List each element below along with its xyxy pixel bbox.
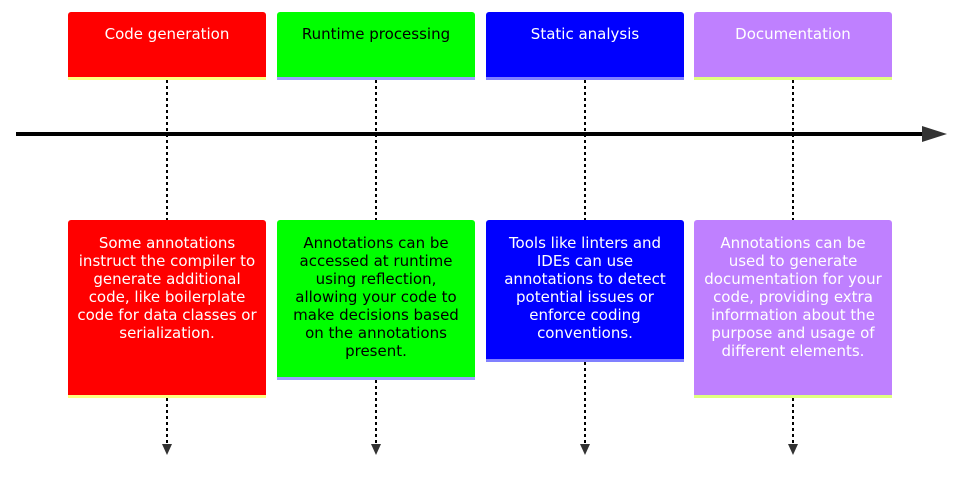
card-stripe <box>277 377 475 380</box>
card-description: Tools like linters and IDEs can use anno… <box>504 234 666 342</box>
description-card-code-generation: Some annotations instruct the compiler t… <box>68 220 266 398</box>
card-stripe <box>68 395 266 398</box>
description-card-runtime-processing: Annotations can be accessed at runtime u… <box>277 220 475 380</box>
description-card-static-analysis: Tools like linters and IDEs can use anno… <box>486 220 684 362</box>
header-stripe <box>68 77 266 80</box>
header-stripe <box>694 77 892 80</box>
card-stripe <box>694 395 892 398</box>
section-header-code-generation: Code generation <box>68 12 266 80</box>
header-stripe <box>277 77 475 80</box>
card-stripe <box>486 359 684 362</box>
section-title: Runtime processing <box>301 25 451 43</box>
section-title: Static analysis <box>530 25 640 43</box>
card-description: Some annotations instruct the compiler t… <box>77 234 257 342</box>
card-description: Annotations can be used to generate docu… <box>704 234 882 360</box>
timeline-axis <box>16 126 947 142</box>
section-title: Documentation <box>735 25 851 43</box>
section-header-documentation: Documentation <box>694 12 892 80</box>
timeline-arrowhead <box>922 126 947 142</box>
description-card-documentation: Annotations can be used to generate docu… <box>694 220 892 398</box>
header-stripe <box>486 77 684 80</box>
section-title: Code generation <box>104 25 230 43</box>
section-header-runtime-processing: Runtime processing <box>277 12 475 80</box>
section-header-static-analysis: Static analysis <box>486 12 684 80</box>
card-description: Annotations can be accessed at runtime u… <box>293 234 459 360</box>
